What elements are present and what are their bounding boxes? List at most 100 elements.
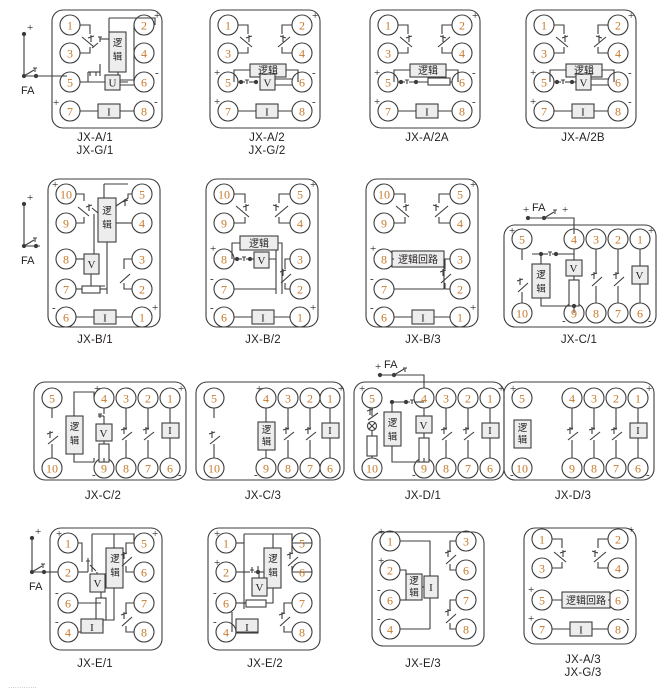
polarity-minus: -	[312, 67, 316, 79]
logic-block-label: 辑	[113, 51, 123, 63]
terminal-4: 4	[141, 47, 147, 61]
voltage-block-label: U	[109, 78, 117, 90]
polarity-minus: -	[377, 584, 381, 596]
polarity-minus: -	[92, 469, 96, 481]
terminal-9: 9	[381, 217, 387, 231]
terminal-6: 6	[327, 462, 333, 476]
polarity-minus: -	[648, 315, 652, 327]
polarity-plus: +	[628, 10, 634, 22]
terminal-2: 2	[613, 392, 619, 406]
terminal-3: 3	[591, 392, 597, 406]
terminal-5: 5	[519, 233, 525, 247]
voltage-block-label: V	[258, 255, 266, 267]
terminal-5: 5	[519, 392, 525, 406]
polarity-minus: -	[510, 469, 514, 481]
logic-block-label: 逻	[268, 554, 278, 565]
polarity-plus: +	[509, 225, 515, 237]
terminal-10: 10	[516, 307, 528, 321]
current-block-label: I	[265, 107, 269, 119]
polarity-minus: -	[55, 587, 59, 599]
terminal-1: 1	[635, 392, 641, 406]
logic-block-label: 辑	[70, 435, 80, 447]
terminal-8: 8	[285, 462, 291, 476]
terminal-10: 10	[208, 462, 220, 476]
terminal-3: 3	[67, 47, 73, 61]
logic-block-label: 逻	[113, 38, 123, 49]
terminal-2: 2	[387, 564, 393, 578]
polarity-plus: +	[256, 383, 262, 395]
polarity-plus: +	[528, 613, 534, 625]
polarity-plus: +	[152, 528, 158, 540]
current-block-label: I	[168, 425, 172, 437]
caption-jx-e-2: JX-E/2	[247, 658, 283, 670]
terminal-6: 6	[299, 76, 305, 90]
terminal-7: 7	[541, 105, 547, 119]
terminal-3: 3	[443, 392, 449, 406]
terminal-10: 10	[378, 188, 390, 202]
polarity-plus: +	[628, 524, 634, 536]
figure-jx-a-2a: 1 3 5 7 2 4 6 8 逻辑 I + + - + -	[352, 6, 512, 131]
polarity-minus: -	[377, 613, 381, 625]
terminal-5: 5	[141, 537, 147, 551]
current-block-label: I	[245, 622, 249, 634]
terminal-8: 8	[591, 462, 597, 476]
terminal-10: 10	[60, 188, 72, 202]
terminal-8: 8	[615, 105, 621, 119]
terminal-8: 8	[141, 626, 147, 640]
terminal-7: 7	[299, 597, 305, 611]
polarity-plus: +	[338, 383, 344, 395]
terminal-2: 2	[223, 566, 229, 580]
terminal-5: 5	[299, 537, 305, 551]
terminal-2: 2	[141, 19, 147, 33]
caption-jx-b-2: JX-B/2	[245, 334, 281, 346]
terminal-7: 7	[615, 307, 621, 321]
terminal-9: 9	[221, 217, 227, 231]
polarity-minus: -	[472, 96, 476, 108]
polarity-plus: +	[510, 383, 516, 395]
figure-jx-a-2b: 1 3 5 7 2 4 6 8 逻辑 V I + + - + -	[512, 6, 662, 131]
polarity-plus: +	[472, 10, 478, 22]
terminal-9: 9	[571, 307, 577, 321]
terminal-7: 7	[63, 283, 69, 297]
terminal-6-right: 6	[463, 564, 469, 578]
logic-block-label: 辑	[518, 434, 528, 446]
terminal-5: 5	[369, 392, 375, 406]
terminal-6: 6	[635, 462, 641, 476]
terminal-7: 7	[145, 462, 151, 476]
polarity-minus: -	[52, 302, 56, 314]
terminal-4: 4	[387, 623, 393, 637]
terminal-1: 1	[539, 533, 545, 547]
terminal-6: 6	[637, 307, 643, 321]
terminal-1: 1	[225, 19, 231, 33]
polarity-plus: +	[214, 96, 220, 108]
polarity-minus: -	[254, 469, 258, 481]
terminal-6: 6	[615, 594, 621, 608]
terminal-8: 8	[463, 623, 469, 637]
figure-jx-d-1: 5 4 3 2 1 10 9 8 7 6 逻 辑 V I FA + + + -	[348, 359, 508, 488]
terminal-1: 1	[223, 537, 229, 551]
current-block-label: I	[579, 625, 583, 637]
voltage-block-label-2: V	[636, 270, 644, 282]
polarity-plus: +	[178, 383, 184, 395]
terminal-4: 4	[101, 392, 107, 406]
logic-block-label: 辑	[102, 219, 112, 231]
current-block-label: I	[488, 425, 492, 437]
terminal-5: 5	[67, 76, 73, 90]
current-block-label: I	[581, 107, 585, 119]
caption-jx-e-3: JX-E/3	[405, 658, 441, 670]
polarity-plus: +	[374, 67, 380, 79]
terminal-10: 10	[218, 188, 230, 202]
voltage-block-label: V	[570, 263, 578, 275]
terminal-6-right: 6	[141, 566, 147, 580]
logic-block-label: 逻	[262, 425, 272, 436]
terminal-5: 5	[539, 594, 545, 608]
terminal-9: 9	[421, 462, 427, 476]
terminal-8: 8	[123, 462, 129, 476]
terminal-9: 9	[63, 217, 69, 231]
page-footnote: .............	[8, 681, 37, 690]
terminal-7: 7	[141, 597, 147, 611]
caption-jx-c-3: JX-C/3	[244, 490, 282, 502]
terminal-8: 8	[63, 253, 69, 267]
terminal-8: 8	[299, 626, 305, 640]
polarity-plus: +	[310, 179, 316, 191]
